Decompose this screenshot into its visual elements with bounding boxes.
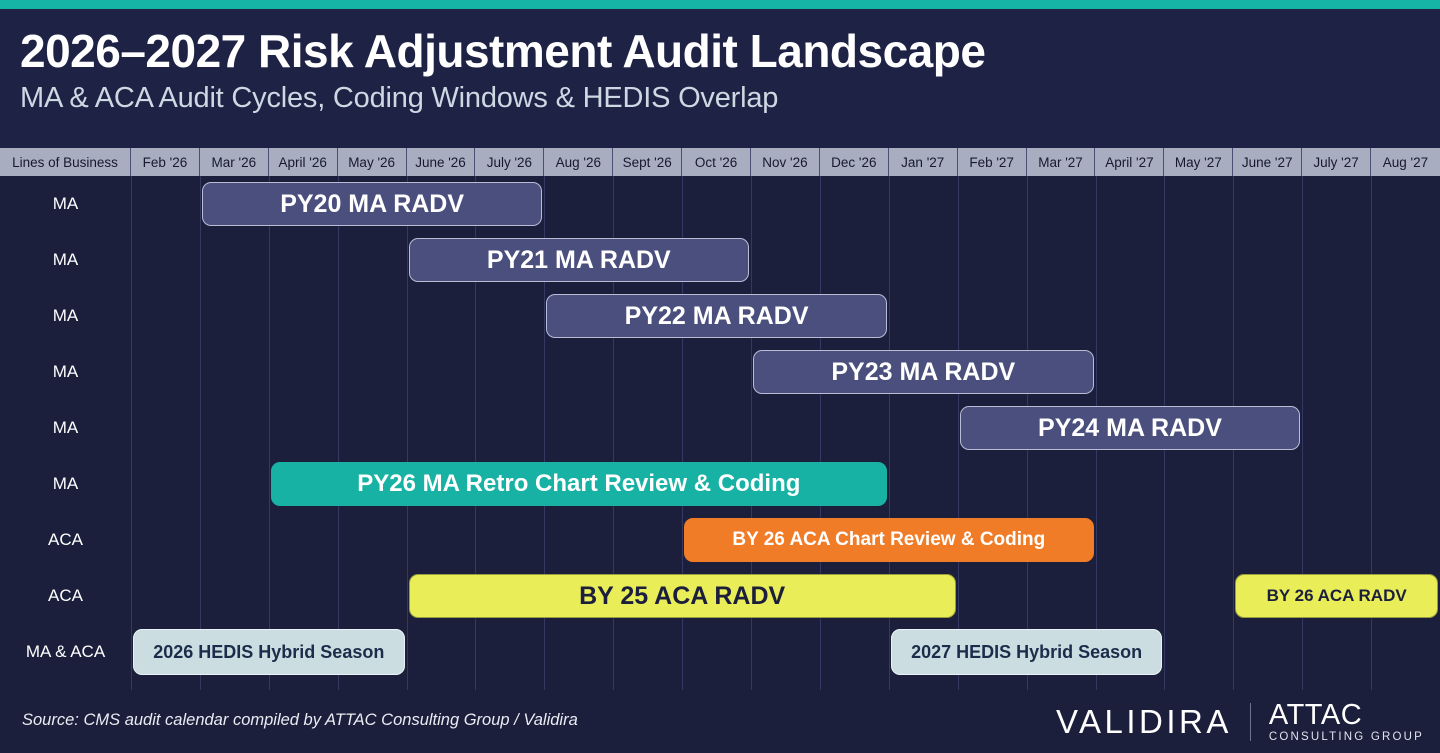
month-header-cell: July '26 bbox=[475, 148, 545, 176]
gantt-row: MA & ACA 2026 HEDIS Hybrid Season 2027 HED… bbox=[0, 624, 1440, 680]
footer: Source: CMS audit calendar compiled by A… bbox=[0, 690, 1440, 753]
month-header-cell: April '26 bbox=[268, 148, 338, 176]
gantt-row: ACA BY 25 ACA RADV BY 26 ACA RADV bbox=[0, 568, 1440, 624]
gantt-bar[interactable]: BY 26 ACA RADV bbox=[1235, 574, 1438, 618]
month-header-cell: Oct '26 bbox=[682, 148, 752, 176]
month-header-cell: June '26 bbox=[406, 148, 476, 176]
row-label-ma: MA bbox=[52, 418, 79, 437]
header-banner: 2026–2027 Risk Adjustment Audit Landscap… bbox=[0, 9, 1440, 148]
month-header-cell: Mar '27 bbox=[1026, 148, 1096, 176]
lob-column-header: Lines of Business bbox=[0, 148, 131, 176]
gantt-row: MA PY20 MA RADV bbox=[0, 176, 1440, 232]
month-header-cell: April '27 bbox=[1095, 148, 1165, 176]
month-header-cell: Feb '27 bbox=[957, 148, 1027, 176]
gantt-bar[interactable]: 2026 HEDIS Hybrid Season bbox=[133, 629, 405, 675]
month-header-cell: Jan '27 bbox=[888, 148, 958, 176]
row-label-ma: MA bbox=[52, 362, 79, 381]
page-subtitle: MA & ACA Audit Cycles, Coding Windows & … bbox=[20, 81, 779, 114]
gantt-row: MA PY21 MA RADV bbox=[0, 232, 1440, 288]
row-label-ma: MA bbox=[52, 194, 79, 213]
month-header-cell: July '27 bbox=[1302, 148, 1372, 176]
gantt-row: ACA BY 26 ACA Chart Review & Coding bbox=[0, 512, 1440, 568]
source-note: Source: CMS audit calendar compiled by A… bbox=[22, 711, 578, 729]
row-label-aca: ACA bbox=[48, 530, 83, 549]
page-title: 2026–2027 Risk Adjustment Audit Landscap… bbox=[20, 25, 986, 77]
gantt-bar[interactable]: BY 26 ACA Chart Review & Coding bbox=[684, 518, 1094, 562]
month-header-cell: May '27 bbox=[1164, 148, 1234, 176]
month-header-cell: Feb '26 bbox=[131, 148, 200, 176]
top-accent-strip bbox=[0, 0, 1440, 9]
attac-logo: ATTAC CONSULTING GROUP bbox=[1251, 698, 1424, 744]
month-header-cell: Sept '26 bbox=[613, 148, 683, 176]
attac-logo-sub: CONSULTING GROUP bbox=[1268, 730, 1424, 743]
gantt-bar[interactable]: PY22 MA RADV bbox=[546, 294, 887, 338]
month-header-cell: Aug '26 bbox=[544, 148, 614, 176]
gantt-bar[interactable]: PY20 MA RADV bbox=[201, 182, 543, 226]
month-header-cell: Mar '26 bbox=[199, 148, 269, 176]
attac-logo-main: ATTAC bbox=[1268, 698, 1363, 731]
month-header-cell: June '27 bbox=[1233, 148, 1303, 176]
gantt-row: MA PY26 MA Retro Chart Review & Coding bbox=[0, 456, 1440, 512]
row-label-ma: MA bbox=[52, 250, 79, 269]
gantt-chart-body: MA PY20 MA RADV MA PY21 MA RADV MA PY22 MA RA… bbox=[0, 176, 1440, 690]
gantt-bar[interactable]: BY 25 ACA RADV bbox=[408, 574, 956, 618]
gantt-row: MA PY24 MA RADV bbox=[0, 400, 1440, 456]
gantt-bar[interactable]: PY26 MA Retro Chart Review & Coding bbox=[270, 462, 887, 506]
row-label-aca: ACA bbox=[48, 586, 83, 605]
gantt-bar[interactable]: PY24 MA RADV bbox=[959, 406, 1301, 450]
gantt-row: MA PY23 MA RADV bbox=[0, 344, 1440, 400]
month-header-cell: Aug '27 bbox=[1371, 148, 1440, 176]
row-label-ma-aca: MA & ACA bbox=[25, 642, 106, 661]
month-header-cell: Nov '26 bbox=[751, 148, 820, 176]
logo-divider bbox=[1249, 703, 1251, 741]
gantt-row: MA PY22 MA RADV bbox=[0, 288, 1440, 344]
gantt-bar[interactable]: PY21 MA RADV bbox=[408, 238, 750, 282]
gantt-bar[interactable]: PY23 MA RADV bbox=[753, 350, 1094, 394]
month-header-cell: Dec '26 bbox=[819, 148, 889, 176]
month-header-cell: May '26 bbox=[337, 148, 407, 176]
row-label-ma: MA bbox=[52, 474, 79, 493]
validira-logo: VALIDIRA bbox=[1055, 703, 1232, 740]
row-label-ma: MA bbox=[52, 306, 79, 325]
logo-group: VALIDIRA ATTAC CONSULTING GROUP bbox=[1056, 700, 1424, 744]
gantt-bar[interactable]: 2027 HEDIS Hybrid Season bbox=[890, 629, 1163, 675]
